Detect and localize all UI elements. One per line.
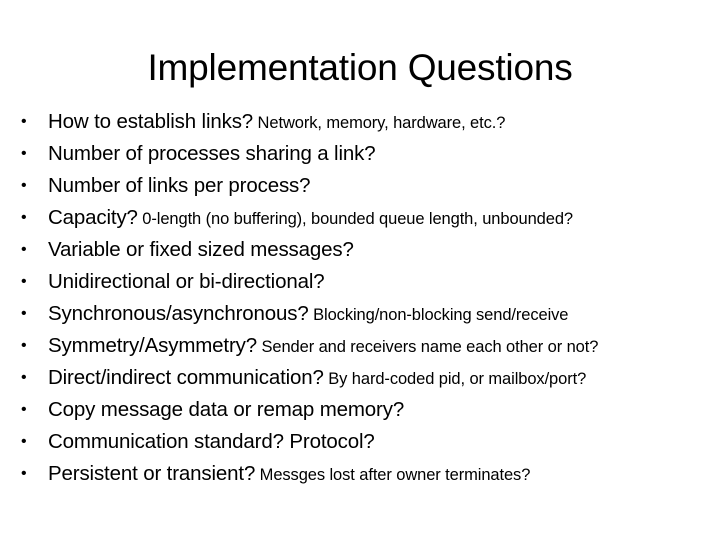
list-item-text: Symmetry/Asymmetry? Sender and receivers… [48, 334, 599, 357]
list-item-detail: Blocking/non-blocking send/receive [308, 306, 569, 324]
list-item: • Copy message data or remap memory? [14, 394, 714, 426]
list-item-main: Symmetry/Asymmetry? [48, 334, 257, 357]
list-item-main: Synchronous/asynchronous? [48, 302, 309, 325]
page-title: Implementation Questions [147, 47, 573, 88]
list-item: • Direct/indirect communication? By hard… [14, 362, 714, 394]
list-item: • Variable or fixed sized messages? [14, 234, 714, 266]
list-item-main: Variable or fixed sized messages? [48, 238, 354, 261]
bullet-point-icon: • [21, 369, 27, 386]
list-item-detail: Messges lost after owner terminates? [255, 466, 531, 484]
list-item-detail: By hard-coded pid, or mailbox/port? [323, 370, 587, 388]
bullet-point-icon: • [21, 145, 27, 162]
list-item: • How to establish links? Network, memor… [14, 106, 714, 138]
list-item-text: Copy message data or remap memory? [48, 398, 404, 421]
list-item-main: Copy message data or remap memory? [48, 398, 405, 421]
list-item-detail: Network, memory, hardware, etc.? [253, 114, 506, 132]
bullet-point-icon: • [21, 337, 27, 354]
list-item-main: How to establish links? [48, 110, 254, 133]
list-item-main: Capacity? [48, 206, 138, 229]
list-item-text: Number of processes sharing a link? [48, 142, 376, 165]
list-item-detail: Sender and receivers name each other or … [257, 338, 599, 356]
bullet-point-icon: • [21, 401, 27, 418]
list-item-text: How to establish links? Network, memory,… [48, 110, 506, 133]
list-item-main: Number of links per process? [48, 174, 311, 197]
list-item-text: Unidirectional or bi-directional? [48, 270, 325, 293]
list-item-text: Number of links per process? [48, 174, 311, 197]
list-item-text: Communication standard? Protocol? [48, 430, 375, 453]
bullet-list: • How to establish links? Network, memor… [14, 106, 714, 490]
bullet-point-icon: • [21, 113, 27, 130]
list-item: • Number of processes sharing a link? [14, 138, 714, 170]
list-item: • Communication standard? Protocol? [14, 426, 714, 458]
list-item-text: Persistent or transient? Messges lost af… [48, 462, 531, 485]
list-item-text: Direct/indirect communication? By hard-c… [48, 366, 587, 389]
bullet-point-icon: • [21, 177, 27, 194]
bullet-point-icon: • [21, 241, 27, 258]
list-item-main: Unidirectional or bi-directional? [48, 270, 325, 293]
list-item: • Symmetry/Asymmetry? Sender and receive… [14, 330, 714, 362]
bullet-point-icon: • [21, 273, 27, 290]
list-item: • Capacity? 0-length (no buffering), bou… [14, 202, 714, 234]
list-item-text: Variable or fixed sized messages? [48, 238, 354, 261]
bullet-point-icon: • [21, 305, 27, 322]
list-item: • Persistent or transient? Messges lost … [14, 458, 714, 490]
list-item-main: Communication standard? Protocol? [48, 430, 375, 453]
list-item-main: Persistent or transient? [48, 462, 256, 485]
list-item-text: Synchronous/asynchronous? Blocking/non-b… [48, 302, 569, 325]
bullet-point-icon: • [21, 433, 27, 450]
bullet-point-icon: • [21, 209, 27, 226]
list-item: • Unidirectional or bi-directional? [14, 266, 714, 298]
list-item-main: Number of processes sharing a link? [48, 142, 376, 165]
list-item-main: Direct/indirect communication? [48, 366, 324, 389]
list-item: • Synchronous/asynchronous? Blocking/non… [14, 298, 714, 330]
list-item-text: Capacity? 0-length (no buffering), bound… [48, 206, 573, 229]
list-item: • Number of links per process? [14, 170, 714, 202]
list-item-detail: 0-length (no buffering), bounded queue l… [137, 210, 573, 228]
bullet-point-icon: • [21, 465, 27, 482]
